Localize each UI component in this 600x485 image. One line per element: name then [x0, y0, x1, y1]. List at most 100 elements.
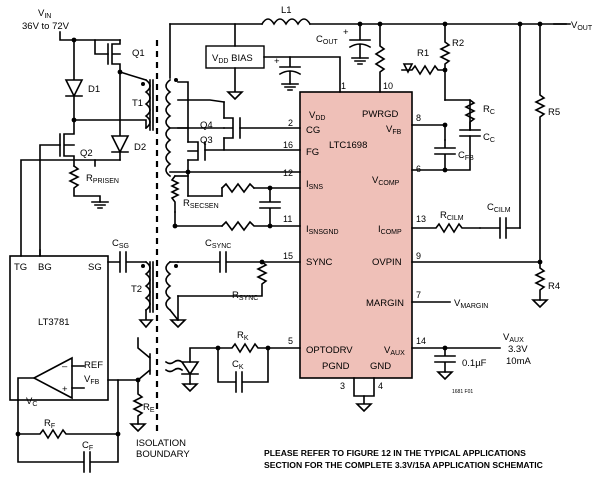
pin-ovpin-label: OVPIN	[372, 257, 402, 268]
d2-label: D2	[134, 142, 146, 153]
q1-to-t1	[119, 71, 147, 81]
opto-transistor	[107, 337, 152, 433]
cfb-label: CFB	[458, 150, 474, 162]
vaux-label: VAUX	[503, 332, 524, 344]
csync-label: CSYNC	[205, 238, 231, 250]
q1-mosfet	[94, 39, 121, 73]
re-label: RE	[143, 402, 155, 414]
opto-arrows	[164, 359, 184, 373]
rsecsen-network	[170, 174, 301, 232]
lt3781-bg: BG	[38, 262, 52, 273]
pin-isns-label: ISNS	[306, 179, 323, 191]
d2-diode	[110, 71, 130, 161]
t2-transformer	[138, 260, 187, 329]
pin-margin-label: MARGIN	[366, 298, 404, 309]
pin-10-num: 10	[383, 81, 393, 91]
csg-capacitor	[107, 251, 147, 273]
q2-mosfet	[39, 119, 75, 257]
lt3781-gate-wires	[20, 159, 96, 257]
q4-mosfet	[223, 101, 241, 151]
vaux-voltage: 3.3V	[508, 344, 528, 355]
ck-label: CK	[232, 359, 244, 371]
pin-14-num: 14	[416, 336, 426, 346]
cf-label: CF	[82, 440, 93, 452]
pin-vdd-label: VDD	[309, 110, 325, 122]
vin-label: VIN	[38, 8, 51, 20]
pin-7-num: 7	[416, 290, 421, 300]
pwrgd-resistor	[374, 23, 386, 93]
pin-vaux-label: VAUX	[384, 345, 405, 357]
isolation-label-2: BOUNDARY	[136, 449, 190, 460]
d1-to-t1	[73, 119, 147, 129]
cc-label: CC	[483, 132, 495, 144]
vaux-output	[411, 345, 501, 381]
q1-label: Q1	[132, 48, 145, 59]
r1-label: R1	[417, 48, 429, 59]
r5-r4-divider	[411, 23, 549, 309]
rsecsen-label: RSECSEN	[183, 198, 219, 210]
rf-label: RF	[44, 418, 55, 430]
cfb-capacitor	[434, 122, 456, 173]
pin-vcomp-label: VCOMP	[372, 175, 400, 187]
q2-label: Q2	[80, 148, 93, 159]
lt3781-name: LT3781	[38, 317, 70, 328]
pin-16-num: 16	[283, 140, 293, 150]
pin-8-num: 8	[416, 113, 421, 123]
pin-2-num: 2	[288, 118, 293, 128]
pin-gnd-label: GND	[370, 361, 391, 372]
lt3781-ref: REF	[84, 360, 103, 371]
rprisen-label: RPRISEN	[86, 173, 119, 185]
cout-label: COUT	[316, 34, 338, 46]
q4-label: Q4	[200, 120, 213, 131]
sync-circuit	[177, 251, 301, 321]
ccilm-label: CCILM	[487, 202, 511, 214]
pin-sync-label: SYNC	[306, 257, 333, 268]
isolation-label-1: ISOLATION	[136, 438, 186, 449]
chip-ground	[353, 377, 375, 413]
lt3781-body	[9, 255, 109, 401]
svg-text:+: +	[343, 27, 349, 38]
vdd-decoupling-cap: +	[274, 56, 302, 91]
svg-text:+: +	[62, 384, 68, 395]
rcilm-ccilm	[411, 217, 521, 239]
t1-secondary-wiring	[169, 23, 301, 197]
pin-13-num: 13	[416, 214, 426, 224]
rk-label: RK	[237, 330, 249, 342]
pin-6-num: 6	[416, 164, 421, 174]
rf-cf-network	[15, 379, 121, 473]
pin-optodrv-label: OPTODRV	[306, 345, 353, 356]
pin-cg-label: CG	[306, 125, 320, 136]
pin-15-num: 15	[283, 251, 293, 261]
lt3781-vfb: VFB	[84, 374, 100, 386]
q3-label: Q3	[200, 135, 213, 146]
pin-pgnd-label: PGND	[322, 361, 350, 372]
ltc1698-body	[299, 91, 413, 379]
pin-4-num: 4	[378, 381, 383, 391]
cout-capacitor: +	[343, 23, 372, 65]
pin-fg-label: FG	[306, 147, 319, 158]
r2-label: R2	[452, 38, 464, 49]
error-amplifier: – +	[17, 356, 85, 401]
pin-5-num: 5	[288, 336, 293, 346]
vout-label: VOUT	[571, 20, 593, 32]
pin-3-num: 3	[340, 381, 345, 391]
lt3781-vc: VC	[26, 396, 37, 408]
t2-label: T2	[131, 284, 142, 295]
pin-vfb-label: VFB	[386, 124, 402, 136]
ltc1698-name: LTC1698	[329, 140, 367, 151]
t1-transformer	[141, 78, 189, 178]
pin-isnsgnd-label: ISNSGND	[306, 224, 339, 236]
lt3781-tg: TG	[14, 262, 27, 273]
figure-id: 1681 F01	[452, 389, 473, 395]
output-rail	[169, 18, 571, 27]
vmargin-label: VMARGIN	[454, 298, 488, 310]
d1-diode	[64, 39, 84, 121]
rcilm-label: RCILM	[440, 210, 464, 222]
vaux-current: 10mA	[506, 356, 531, 367]
note-line-1: PLEASE REFER TO FIGURE 12 IN THE TYPICAL…	[264, 448, 526, 458]
pin-pwrgd-label: PWRGD	[362, 109, 399, 120]
l1-label: L1	[281, 5, 292, 16]
vaux-cap-value: 0.1µF	[462, 358, 487, 369]
bias-wires	[226, 23, 244, 101]
